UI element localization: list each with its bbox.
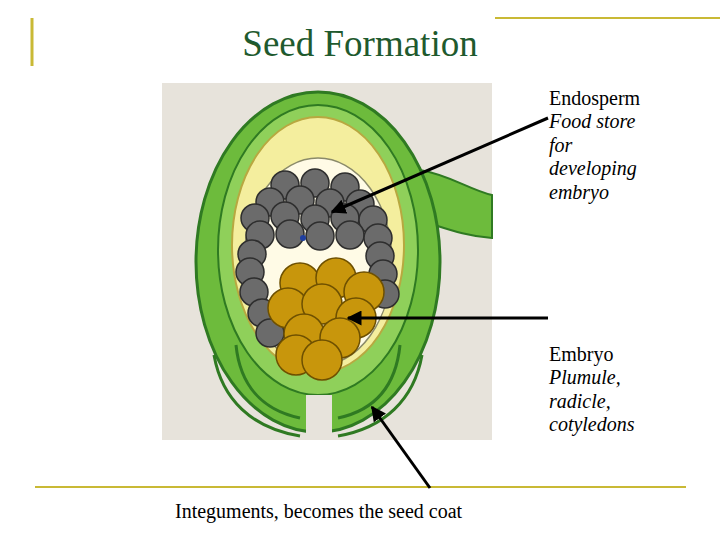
- template-line: [35, 486, 686, 488]
- leader-arrow: [348, 317, 548, 320]
- endosperm-cell: [336, 221, 364, 249]
- part-description: Food store for developing embryo: [549, 110, 649, 204]
- inner-integument: [218, 105, 418, 395]
- image-background: [162, 83, 492, 440]
- part-name: Endosperm: [549, 87, 689, 111]
- part-name: Integuments, becomes the seed coat: [175, 500, 575, 524]
- integument-flap: [338, 355, 422, 436]
- slide-title: Seed Formation: [200, 22, 520, 65]
- endosperm-cell: [276, 220, 304, 248]
- endosperm-cell: [306, 222, 334, 250]
- nucellus: [232, 117, 404, 373]
- template-line: [495, 17, 720, 19]
- nucleus-dot: [300, 235, 306, 241]
- part-name: Embryo: [549, 343, 689, 367]
- template-bar: [31, 18, 34, 66]
- outer-integument: [196, 92, 440, 432]
- micropyle: [306, 395, 332, 440]
- part-description: Plumule, radicle, cotyledons: [549, 366, 649, 437]
- embryo-cell: [302, 340, 342, 380]
- leader-arrow: [372, 407, 430, 488]
- leader-arrow: [332, 118, 548, 212]
